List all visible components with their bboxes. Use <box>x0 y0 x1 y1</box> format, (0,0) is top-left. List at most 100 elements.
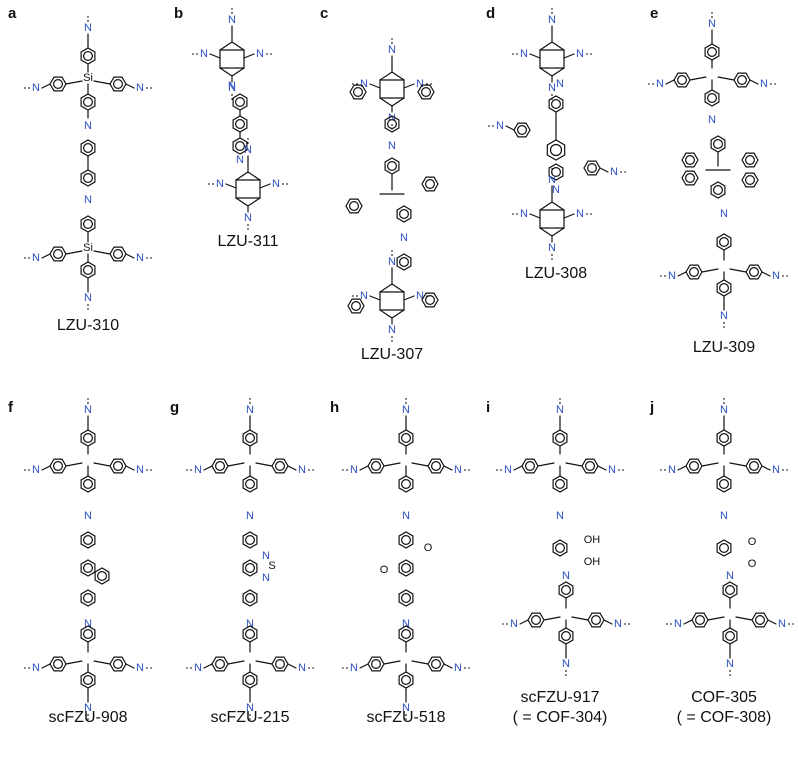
nitrogen-atom: N <box>272 178 280 190</box>
nitrogen-atom: N <box>668 464 676 476</box>
benzene-ring <box>242 625 258 643</box>
benzene-ring <box>80 531 96 549</box>
nitrogen-atom: N <box>614 618 622 630</box>
nitrogen-atom: N <box>556 78 564 90</box>
benzene-ring <box>384 157 400 175</box>
nitrogen-atom: N <box>388 256 396 268</box>
benzene-ring <box>80 589 96 607</box>
nitrogen-atom: N <box>84 404 92 416</box>
nitrogen-atom: N <box>720 404 728 416</box>
nitrogen-atom: N <box>246 510 254 522</box>
nitrogen-atom: N <box>720 510 728 522</box>
nitrogen-atom: N <box>548 242 556 254</box>
nitrogen-atom: N <box>720 310 728 322</box>
nitrogen-atom: N <box>402 404 410 416</box>
benzene-ring <box>548 95 564 113</box>
hydroxyl-group: OH <box>584 534 601 546</box>
benzene-ring <box>80 215 96 233</box>
benzene-ring <box>349 84 367 100</box>
nitrogen-atom: N <box>416 78 424 90</box>
nitrogen-atom: N <box>562 570 570 582</box>
nitrogen-atom: N <box>246 618 254 630</box>
nitrogen-atom: N <box>726 570 734 582</box>
nitrogen-atom: N <box>32 252 40 264</box>
nitrogen-atom: N <box>772 270 780 282</box>
nitrogen-atom: N <box>402 702 410 714</box>
panel-label: scFZU-908 <box>48 709 127 726</box>
panel-label: LZU-309 <box>693 339 755 356</box>
benzene-ring <box>232 137 248 155</box>
panel-label: LZU-311 <box>217 233 278 250</box>
nitrogen-atom: N <box>256 48 264 60</box>
benzene-ring <box>710 181 726 199</box>
benzene-ring <box>417 84 435 100</box>
nitrogen-atom: N <box>520 48 528 60</box>
benzene-ring <box>741 152 759 168</box>
benzene-ring <box>80 139 96 157</box>
nitrogen-atom: N <box>454 464 462 476</box>
nitrogen-atom: N <box>298 662 306 674</box>
nitrogen-atom: N <box>84 292 92 304</box>
nitrogen-atom: N <box>32 464 40 476</box>
nitrogen-atom: N <box>136 464 144 476</box>
benzene-ring <box>710 135 726 153</box>
benzene-ring <box>242 589 258 607</box>
nitrogen-atom: N <box>136 82 144 94</box>
benzene-ring <box>548 163 564 181</box>
nitrogen-atom: N <box>548 14 556 26</box>
nitrogen-atom: N <box>402 618 410 630</box>
benzene-ring <box>232 115 248 133</box>
benzene-ring <box>716 539 732 557</box>
benzene-ring <box>398 589 414 607</box>
oxygen-atom: O <box>748 558 757 570</box>
panel-letter: j <box>649 399 654 416</box>
nitrogen-atom: N <box>84 618 92 630</box>
nitrogen-atom: N <box>84 194 92 206</box>
nitrogen-atom: N <box>668 270 676 282</box>
nitrogen-atom: N <box>262 550 270 562</box>
nitrogen-atom: N <box>136 252 144 264</box>
panel-letter: b <box>174 5 183 22</box>
benzene-ring <box>94 567 110 585</box>
nitrogen-atom: N <box>228 80 236 92</box>
central-atom: Si <box>83 242 93 254</box>
benzene-ring <box>345 198 363 214</box>
nitrogen-atom: N <box>84 120 92 132</box>
nitrogen-atom: N <box>84 22 92 34</box>
benzene-ring <box>552 539 568 557</box>
nitrogen-atom: N <box>216 178 224 190</box>
nitrogen-atom: N <box>84 510 92 522</box>
benzene-ring <box>398 625 414 643</box>
benzene-ring <box>722 581 738 599</box>
panel-label: LZU-308 <box>525 265 587 282</box>
nitrogen-atom: N <box>556 404 564 416</box>
benzene-ring <box>396 205 412 223</box>
nitrogen-atom: N <box>388 112 396 124</box>
benzene-ring <box>242 559 258 577</box>
nitrogen-atom: N <box>244 144 252 156</box>
nitrogen-atom: N <box>246 702 254 714</box>
benzene-ring <box>583 160 601 176</box>
benzene-ring <box>716 233 732 251</box>
nitrogen-atom: N <box>32 662 40 674</box>
nitrogen-atom: N <box>388 140 396 152</box>
nitrogen-atom: N <box>520 208 528 220</box>
benzene-ring <box>398 531 414 549</box>
nitrogen-atom: N <box>576 48 584 60</box>
nitrogen-atom: N <box>576 208 584 220</box>
nitrogen-atom: N <box>656 78 664 90</box>
nitrogen-atom: N <box>720 208 728 220</box>
nitrogen-atom: N <box>548 174 556 186</box>
nitrogen-atom: N <box>402 510 410 522</box>
benzene-ring <box>242 531 258 549</box>
